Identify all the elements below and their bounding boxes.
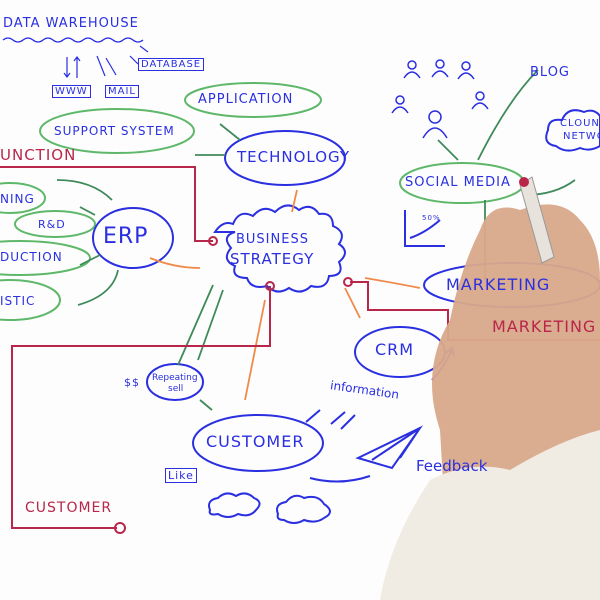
cloud-network-label-1: CLOUN xyxy=(560,118,600,129)
growth-chart xyxy=(404,210,445,247)
cloud-network xyxy=(545,109,600,152)
blog-label: BLOG xyxy=(530,65,571,80)
customer-ellipse xyxy=(192,414,324,472)
crm-label: CRM xyxy=(375,340,415,359)
technology-label: TECHNOLOGY xyxy=(237,148,351,166)
rnd-label: R&D xyxy=(38,218,66,231)
marketing-red-label: MARKETING xyxy=(492,317,597,336)
marketing-label: MARKETING xyxy=(446,275,551,294)
underline xyxy=(2,37,144,43)
cloud-1 xyxy=(208,492,261,518)
business-strategy-burst xyxy=(213,204,346,293)
feedback-label: Feedback xyxy=(416,457,488,475)
mail-box: MAIL xyxy=(105,85,139,98)
database-box: DATABASE xyxy=(138,58,205,71)
customer-red-label: CUSTOMER xyxy=(25,500,113,516)
customer-label: CUSTOMER xyxy=(206,432,305,451)
planning-ellipse xyxy=(0,182,46,214)
like-box: Like xyxy=(165,468,197,483)
repeating-label: Repeating xyxy=(152,373,198,383)
production-ellipse xyxy=(0,240,91,276)
dw-arrows xyxy=(63,45,149,78)
repeating-sell-loop xyxy=(146,363,204,401)
people-icons xyxy=(391,59,489,139)
sleeve xyxy=(380,430,600,600)
dollars-label: $$ xyxy=(124,376,140,389)
sell-label: sell xyxy=(168,384,184,394)
technology-ellipse xyxy=(224,130,346,186)
cloud-network-label-2: NETWO xyxy=(563,131,600,142)
business-label: BUSINESS xyxy=(236,232,309,247)
function-label: UNCTION xyxy=(0,146,77,164)
logistic-label: ISTIC xyxy=(0,294,36,308)
www-box: WWW xyxy=(52,85,91,98)
application-ellipse xyxy=(184,82,322,118)
growth-chart-label: 50% xyxy=(422,214,441,222)
support-system-label: SUPPORT SYSTEM xyxy=(54,124,175,138)
paper-plane xyxy=(355,425,424,470)
info-arrows xyxy=(305,409,356,430)
application-label: APPLICATION xyxy=(198,92,294,107)
erp-label: ERP xyxy=(103,224,149,249)
strategy-label: STRATEGY xyxy=(230,250,315,268)
rnd-ellipse xyxy=(14,210,96,238)
social-media-label: SOCIAL MEDIA xyxy=(405,175,511,190)
data-warehouse-label: DATA WAREHOUSE xyxy=(3,16,139,31)
cloud-2 xyxy=(276,494,331,524)
production-label: DUCTION xyxy=(0,250,63,264)
logistic-ellipse xyxy=(0,279,61,321)
planning-label: NING xyxy=(0,192,35,206)
support-system-ellipse xyxy=(39,108,195,154)
feedback-arrow xyxy=(309,475,371,483)
erp-ellipse xyxy=(92,207,174,269)
